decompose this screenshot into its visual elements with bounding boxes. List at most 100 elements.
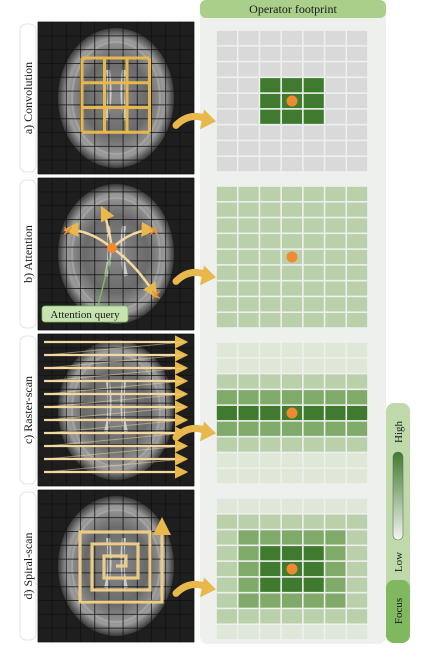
footprint-cell [303,625,324,640]
footprint-cell [347,342,368,357]
footprint-cell [303,530,324,545]
footprint-cell [325,313,346,328]
footprint-cell [238,405,259,421]
footprint-cell [281,577,303,592]
footprint-cell [260,358,281,373]
footprint-cell [216,157,237,172]
footprint-cell [216,202,237,217]
footprint-cell [260,390,281,405]
footprint-cell [238,342,259,357]
footprint-cell [238,561,259,577]
footprint-cell [303,514,324,529]
footprint-cell [303,469,324,484]
footprint-cell [303,46,324,61]
attention-query-label: Attention query [41,257,129,323]
footprint-cell [281,546,303,561]
footprint-cell [347,577,368,592]
footprint-cell [281,530,303,545]
footprint-cell [216,530,237,545]
footprint-cell [260,342,281,357]
footprint-cell [325,202,346,217]
footprint-cell [347,93,368,109]
footprint-cell [216,125,237,140]
footprint-cell [260,93,281,109]
footprint-cell [347,157,368,172]
footprint-cell [325,141,346,156]
footprint-cell [347,469,368,484]
footprint-cell [216,249,237,265]
footprint-cell [303,405,324,421]
panel-label-d: d) Spiral-scan [19,491,37,641]
attention-arrows: ✕✕✕ [62,205,162,304]
footprint-center-dot [286,563,298,575]
footprint-cell [216,265,237,280]
footprint-cell [260,109,281,124]
footprint-cell [303,93,324,109]
footprint-cell [347,593,368,608]
focus-legend: High Low Focus [386,403,410,643]
footprint-cell [281,421,303,436]
footprint-cell [347,437,368,452]
footprint-cell [260,78,281,93]
footprint-cell [238,186,259,201]
footprint-cell [303,453,324,468]
footprint-cell [281,593,303,608]
panel-label-text-c: c) Raster-scan [21,376,35,444]
footprint-cell [347,546,368,561]
footprint-cell [260,202,281,217]
attention-target-mark: ✕ [150,289,162,304]
footprint-cell [216,390,237,405]
footprint-cell [281,313,303,328]
footprint-cell [303,281,324,296]
footprint-cell [238,469,259,484]
footprint-cell [238,313,259,328]
panel-label-b: b) Attention [19,179,37,329]
footprint-cell [325,405,346,421]
connector-arrow-c [172,421,216,442]
footprint-cell [325,265,346,280]
footprint-cell [347,390,368,405]
footprint-cell [347,46,368,61]
footprint-cell [325,234,346,249]
footprint-cell [325,125,346,140]
footprint-cell [260,297,281,312]
footprint-cell [260,374,281,389]
footprint-cell [238,374,259,389]
footprint-cell [260,514,281,529]
footprint-cell [303,421,324,436]
footprint-cell [281,437,303,452]
footprint-cell [303,390,324,405]
footprint-cell [216,141,237,156]
legend-gradient-bar [392,451,404,541]
footprint-cell [303,358,324,373]
footprint-cell [347,313,368,328]
footprint-cell [216,218,237,233]
footprint-cell [238,530,259,545]
footprint-cell [260,125,281,140]
footprint-cell [281,469,303,484]
footprint-cell [325,625,346,640]
footprint-cell [325,30,346,45]
footprint-cell [216,313,237,328]
footprint-cell [325,374,346,389]
footprint-center-dot [286,251,298,263]
footprint-cell [260,62,281,77]
footprint-cell [303,546,324,561]
footprint-center-dot [286,407,298,419]
footprint-cell [216,234,237,249]
footprint-cell [260,405,281,421]
footprint-cell [325,46,346,61]
footprint-cell [216,609,237,624]
footprint-cell [238,577,259,592]
footprint-cell [238,358,259,373]
legend-focus-tab [386,580,410,643]
footprint-grid-convolution [216,30,368,172]
footprint-cell [281,609,303,624]
footprint-cell [238,297,259,312]
attention-target-mark: ✕ [148,225,160,240]
footprint-cell [216,453,237,468]
footprint-cell [347,530,368,545]
footprint-cell [216,514,237,529]
footprint-cell [303,297,324,312]
